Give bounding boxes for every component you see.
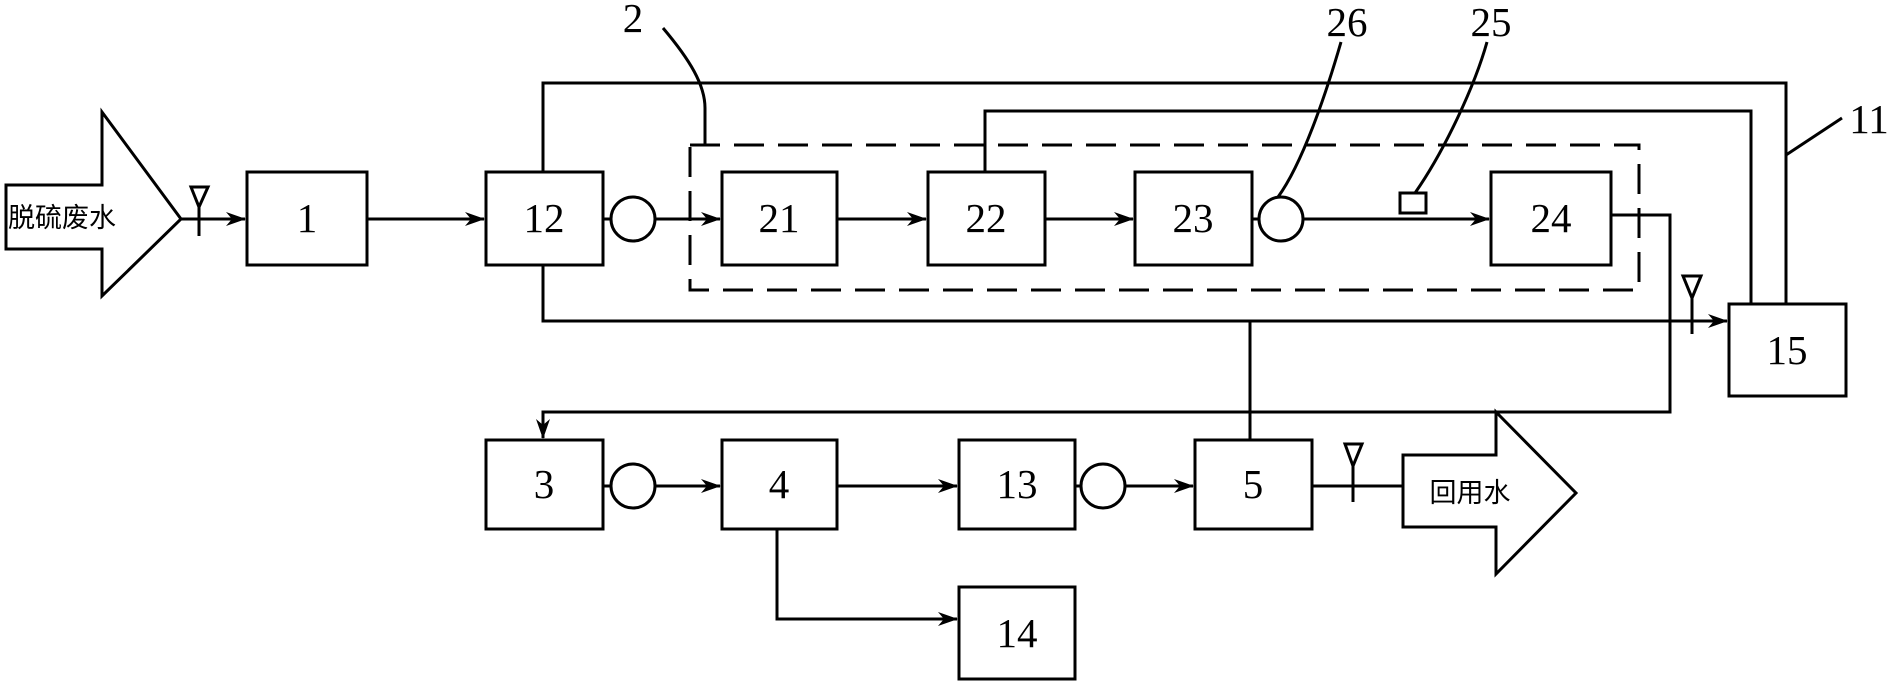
callout-2-label: 2 — [623, 0, 644, 41]
valve-icon-before-15 — [1680, 274, 1704, 334]
callout-25-label: 25 — [1471, 0, 1512, 45]
flow-lines-bypass — [536, 213, 1728, 440]
unit-4: 4 — [720, 438, 839, 531]
callout-11-label: 11 — [1849, 96, 1888, 142]
unit-23: 23 — [1133, 170, 1254, 267]
pump-icon-26 — [1257, 195, 1305, 243]
pump-icon-after-3 — [609, 462, 657, 510]
unit-5: 5 — [1193, 438, 1314, 531]
unit-22-label: 22 — [966, 195, 1007, 241]
callout-2: 2 — [623, 0, 707, 145]
unit-3-label: 3 — [534, 461, 555, 507]
unit-21: 21 — [720, 170, 839, 267]
unit-14-label: 14 — [997, 610, 1038, 656]
unit-24-label: 24 — [1531, 195, 1572, 241]
unit-5-label: 5 — [1243, 461, 1264, 507]
pump-icon-after-13 — [1079, 462, 1127, 510]
unit-15: 15 — [1727, 302, 1848, 398]
valve-icon-output — [1342, 442, 1365, 502]
callout-11: 11 — [1785, 96, 1889, 157]
unit-3: 3 — [484, 438, 605, 531]
valve-icon-input — [188, 185, 211, 236]
unit-21-label: 21 — [759, 195, 800, 241]
callout-26: 26 — [1276, 0, 1368, 198]
unit-24: 24 — [1489, 170, 1613, 267]
unit-22: 22 — [926, 170, 1047, 267]
unit-2-enclosure — [688, 143, 1641, 292]
unit-14: 14 — [957, 585, 1077, 681]
output-arrow-reuse-water: 回用水 — [1401, 408, 1579, 578]
unit-15-label: 15 — [1767, 327, 1808, 373]
input-arrow-desulfurization-wastewater: 脱硫废水 — [4, 107, 183, 300]
dosing-device-icon — [1398, 191, 1428, 215]
input-label: 脱硫废水 — [8, 203, 116, 234]
pump-icon-after-12 — [609, 195, 657, 243]
flow-lines-lower — [603, 479, 1403, 626]
unit-23-label: 23 — [1173, 195, 1214, 241]
output-label: 回用水 — [1430, 478, 1511, 509]
unit-13: 13 — [957, 438, 1077, 531]
callout-25: 25 — [1413, 0, 1512, 194]
unit-13-label: 13 — [997, 461, 1038, 507]
callout-26-label: 26 — [1327, 0, 1368, 45]
unit-1-label: 1 — [297, 195, 318, 241]
return-lines-11 — [541, 81, 1788, 304]
unit-12: 12 — [484, 170, 605, 267]
unit-4-label: 4 — [769, 461, 790, 507]
unit-12-label: 12 — [524, 195, 565, 241]
unit-1: 1 — [245, 170, 369, 267]
